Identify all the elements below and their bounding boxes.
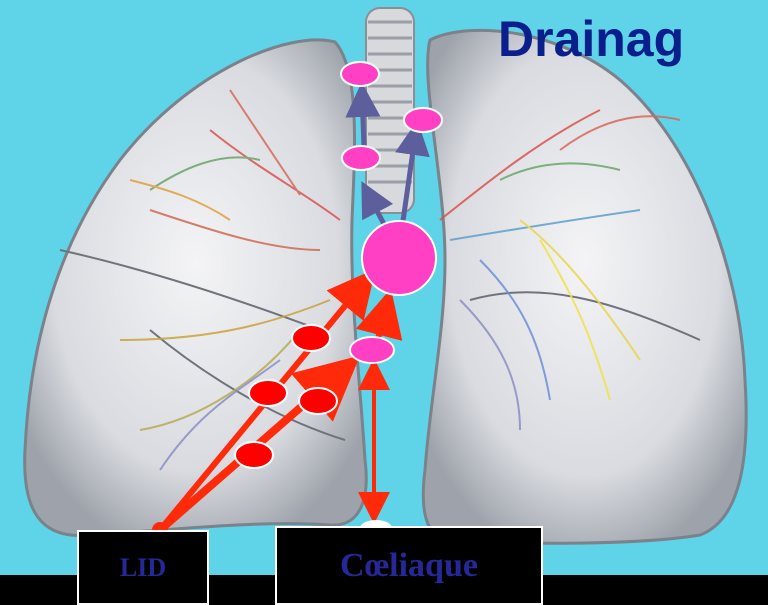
arrow-to-top-node [362, 92, 364, 148]
right-lung [25, 40, 367, 536]
coeliaque-label-box: Cœliaque [275, 526, 543, 605]
left-lung [423, 30, 746, 543]
lid-label: LID [120, 553, 166, 583]
lymph-node-right-upper [404, 108, 442, 132]
lymph-node-red-4 [235, 442, 273, 468]
subcarinal-lymph-node [350, 337, 394, 363]
page-title: Drainag [498, 10, 684, 68]
hilar-lymph-node [362, 221, 436, 295]
lid-label-box: LID [77, 530, 209, 605]
lymph-node-red-3 [299, 388, 337, 414]
lymph-node-left-upper [342, 146, 380, 170]
lymph-node-top [341, 62, 379, 86]
lymph-node-red-1 [292, 325, 330, 351]
lymph-node-red-2 [249, 380, 287, 406]
coeliaque-label: Cœliaque [340, 547, 478, 585]
